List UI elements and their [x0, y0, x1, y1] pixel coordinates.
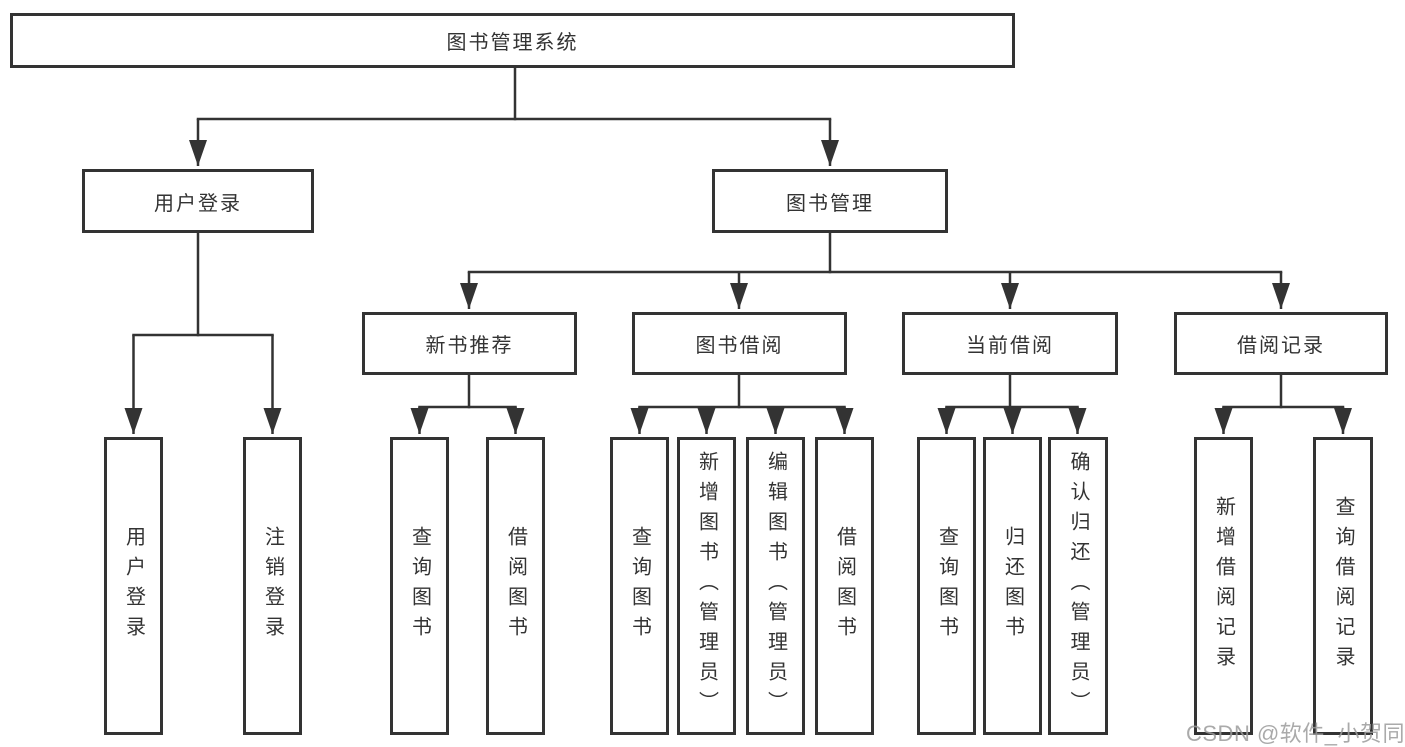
- leaf-add-borrow-record: 新增借阅记录: [1194, 437, 1253, 735]
- leaf-return-books: 归还图书: [983, 437, 1042, 735]
- node-library-management-system: 图书管理系统: [10, 13, 1015, 68]
- node-new-book-recommendation: 新书推荐: [362, 312, 577, 375]
- leaf-label: 借阅图书: [833, 526, 856, 646]
- leaf-borrow-books-borrowing: 借阅图书: [815, 437, 874, 735]
- leaf-confirm-return-admin: 确认归还（管理员）: [1048, 437, 1108, 735]
- node-book-management: 图书管理: [712, 169, 948, 233]
- leaf-query-borrow-record: 查询借阅记录: [1313, 437, 1373, 735]
- node-user-login: 用户登录: [82, 169, 314, 233]
- leaf-label: 注销登录: [261, 526, 284, 646]
- leaf-label: 借阅图书: [504, 526, 527, 646]
- leaf-label: 查询图书: [408, 526, 431, 646]
- leaf-borrow-books-recommendation: 借阅图书: [486, 437, 545, 735]
- leaf-query-books-current: 查询图书: [917, 437, 976, 735]
- leaf-label: 归还图书: [1001, 526, 1024, 646]
- leaf-edit-book-admin: 编辑图书（管理员）: [746, 437, 805, 735]
- leaf-label: 新增图书（管理员）: [695, 451, 718, 721]
- leaf-user-login: 用户登录: [104, 437, 163, 735]
- leaf-label: 查询图书: [935, 526, 958, 646]
- node-book-borrowing: 图书借阅: [632, 312, 847, 375]
- leaf-logout: 注销登录: [243, 437, 302, 735]
- leaf-label: 用户登录: [122, 526, 145, 646]
- leaf-add-book-admin: 新增图书（管理员）: [677, 437, 736, 735]
- node-borrowing-records: 借阅记录: [1174, 312, 1388, 375]
- node-current-borrowing: 当前借阅: [902, 312, 1118, 375]
- leaf-label: 确认归还（管理员）: [1067, 451, 1089, 721]
- leaf-label: 新增借阅记录: [1212, 496, 1235, 676]
- leaf-query-books-borrowing: 查询图书: [610, 437, 669, 735]
- leaf-label: 查询借阅记录: [1332, 496, 1354, 676]
- leaf-label: 查询图书: [628, 526, 651, 646]
- csdn-watermark: CSDN @软件_小贺同学: [1186, 721, 1405, 746]
- leaf-query-books-recommendation: 查询图书: [390, 437, 449, 735]
- leaf-label: 编辑图书（管理员）: [764, 451, 787, 721]
